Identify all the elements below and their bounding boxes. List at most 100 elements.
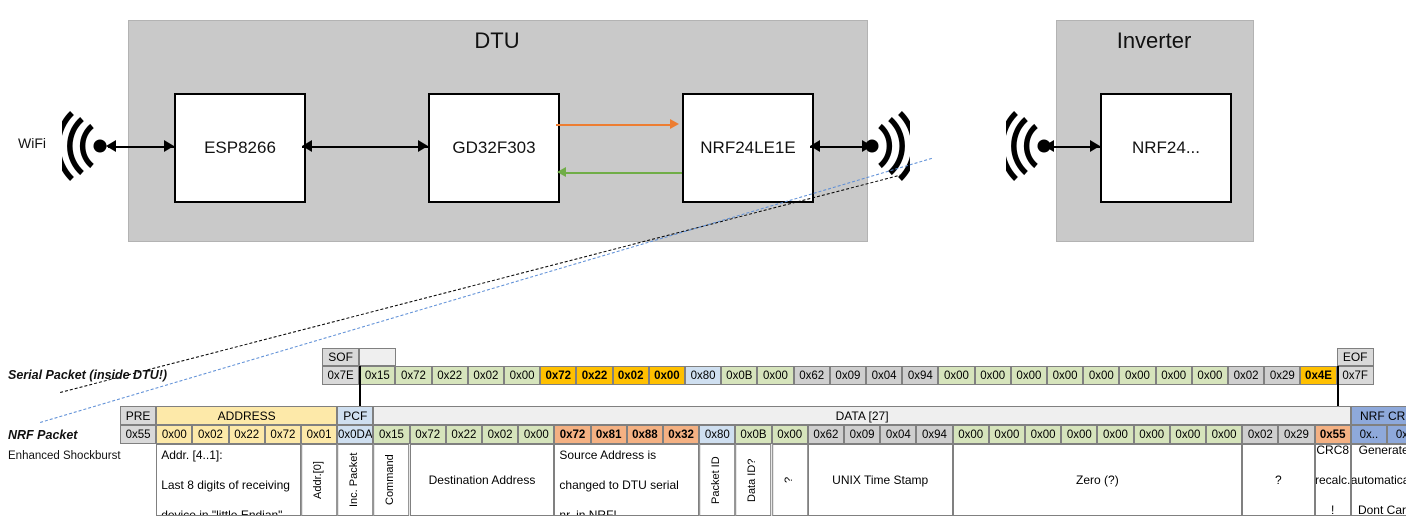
serial-byte-cell: 0x02	[467, 366, 504, 385]
nrf-field-description: Command	[373, 444, 410, 516]
serial-byte-cell: 0x4E	[1300, 366, 1337, 385]
nrf-field-description: UNIX Time Stamp	[807, 444, 953, 516]
nrf-byte-cell: 0x02	[1242, 425, 1279, 444]
nrf-byte-cell: 0x72	[554, 425, 591, 444]
serial-sof-header: SOF	[322, 348, 360, 366]
nrf-byte-cell: 0x02	[192, 425, 229, 444]
serial-byte-cell: 0x00	[1119, 366, 1156, 385]
nrf-field-description: ?	[1242, 444, 1315, 516]
serial-eof-header: EOF	[1336, 348, 1374, 366]
serial-byte-cell: 0x00	[1047, 366, 1084, 385]
nrf-byte-cell: 0x00	[988, 425, 1025, 444]
nrf-byte-cell: 0x..	[1387, 425, 1406, 444]
chip-esp8266-label: ESP8266	[204, 138, 276, 157]
serial-byte-cell: 0x94	[902, 366, 939, 385]
nrf-header-group: DATA [27]	[373, 406, 1351, 425]
nrf-byte-cell: 0x94	[916, 425, 953, 444]
chip-nrf24le1e: NRF24LE1E	[682, 93, 814, 203]
nrf-byte-cell: 0x22	[445, 425, 482, 444]
arrow-esp-gd32-line	[302, 146, 428, 148]
serial-byte-cell: 0x00	[1155, 366, 1192, 385]
nrf-byte-cell: 0x09	[844, 425, 881, 444]
nrf-byte-cell: 0x00	[771, 425, 808, 444]
arrow-inverter-antenna-head-left	[1044, 140, 1054, 152]
nrf-byte-cell: 0x0B	[735, 425, 772, 444]
serial-byte-cell: 0x00	[504, 366, 541, 385]
arrow-wifi-esp-line	[108, 146, 174, 148]
serial-byte-cell: 0x02	[612, 366, 649, 385]
serial-byte-cell: 0x22	[431, 366, 468, 385]
arrow-esp-gd32-head-right	[418, 140, 428, 152]
serial-byte-cell: 0x00	[1191, 366, 1228, 385]
nrf-byte-cell: 0x0DA	[337, 425, 374, 444]
serial-to-nrf-connector-right	[1336, 366, 1339, 425]
nrf-field-description: Generatedautomatically.Dont Care!	[1350, 444, 1406, 516]
nrf-field-description: ?	[771, 444, 808, 516]
chip-gd32f303-label: GD32F303	[452, 138, 536, 157]
chip-nrf24-inverter: NRF24...	[1100, 93, 1232, 203]
nrf-byte-cell: 0x80	[699, 425, 736, 444]
serial-byte-cell: 0x00	[974, 366, 1011, 385]
nrf-byte-cell: 0x81	[590, 425, 627, 444]
nrf-byte-cell: 0x00	[1133, 425, 1170, 444]
serial-byte-cell: 0x02	[1228, 366, 1265, 385]
nrf-packet-row-label: NRF Packet	[8, 428, 78, 442]
chip-nrf24-inverter-label: NRF24...	[1131, 138, 1201, 157]
serial-byte-cell: 0x72	[540, 366, 577, 385]
nrf-byte-cell: 0x88	[626, 425, 663, 444]
serial-byte-cell: 0x00	[757, 366, 794, 385]
nrf-field-description: Zero (?)	[952, 444, 1243, 516]
nrf-byte-cell: 0x04	[880, 425, 917, 444]
serial-byte-cell: 0x00	[1083, 366, 1120, 385]
serial-to-nrf-connector-left	[359, 366, 362, 425]
nrf-byte-cell: 0x62	[807, 425, 844, 444]
serial-sof-header-filler	[359, 348, 397, 366]
serial-byte-cell: 0x0B	[721, 366, 758, 385]
nrf-byte-cell: 0x55	[120, 425, 157, 444]
arrow-inverter-antenna-line	[1046, 146, 1100, 148]
nrf-header-group: ADDRESS	[156, 406, 338, 425]
nrf-byte-cell: 0x32	[663, 425, 700, 444]
serial-byte-cell: 0x15	[359, 366, 396, 385]
serial-byte-cell: 0x00	[1010, 366, 1047, 385]
wifi-label: WiFi	[18, 135, 46, 151]
serial-byte-cell: 0x29	[1264, 366, 1301, 385]
serial-byte-cell: 0x62	[793, 366, 830, 385]
nrf-byte-cell: 0x01	[301, 425, 338, 444]
arrow-orange-line	[556, 124, 672, 126]
serial-byte-cell: 0x00	[648, 366, 685, 385]
nrf-byte-cell: 0x29	[1278, 425, 1315, 444]
nrf-byte-cell: 0x02	[482, 425, 519, 444]
nrf-byte-cell: 0x00	[156, 425, 193, 444]
inverter-title: Inverter	[1116, 28, 1192, 53]
nrf-packet-row-sublabel: Enhanced Shockburst	[8, 450, 121, 462]
arrow-wifi-esp-head-left	[106, 140, 116, 152]
serial-byte-cell: 0x04	[866, 366, 903, 385]
nrf-header-group: PCF	[337, 406, 374, 425]
nrf-field-description: Destination Address	[409, 444, 555, 516]
chip-gd32f303: GD32F303	[428, 93, 560, 203]
nrf-header-group: PRE	[120, 406, 157, 425]
nrf-field-description: Addr.[0]	[301, 444, 338, 516]
nrf-byte-cell: 0x55	[1314, 425, 1351, 444]
nrf-field-description: Data ID?	[735, 444, 772, 516]
wifi-antenna-icon	[55, 110, 110, 187]
nrf-byte-cell: 0x72	[264, 425, 301, 444]
nrf-byte-cell: 0x00	[518, 425, 555, 444]
nrf-header-group: NRF CRC	[1350, 406, 1406, 425]
nrf-byte-cell: 0x22	[228, 425, 265, 444]
nrf-byte-cell: 0x15	[373, 425, 410, 444]
arrow-nrf-antenna-line	[810, 146, 872, 148]
nrf-field-description: 9 Bit!Inc. PacketLength	[337, 444, 374, 516]
nrf-byte-cell: 0x..	[1350, 425, 1387, 444]
serial-byte-cell: 0x80	[685, 366, 722, 385]
chip-esp8266: ESP8266	[174, 93, 306, 203]
packet-tables: Serial Packet (inside DTU!) NRF Packet E…	[0, 340, 1406, 523]
nrf-byte-cell: 0x00	[1097, 425, 1134, 444]
arrow-nrf-antenna-head-right	[862, 140, 872, 152]
serial-byte-cell: 0x72	[395, 366, 432, 385]
serial-byte-cell: 0x22	[576, 366, 613, 385]
nrf-byte-cell: 0x00	[1025, 425, 1062, 444]
serial-eof-value: 0x7F	[1336, 366, 1374, 385]
